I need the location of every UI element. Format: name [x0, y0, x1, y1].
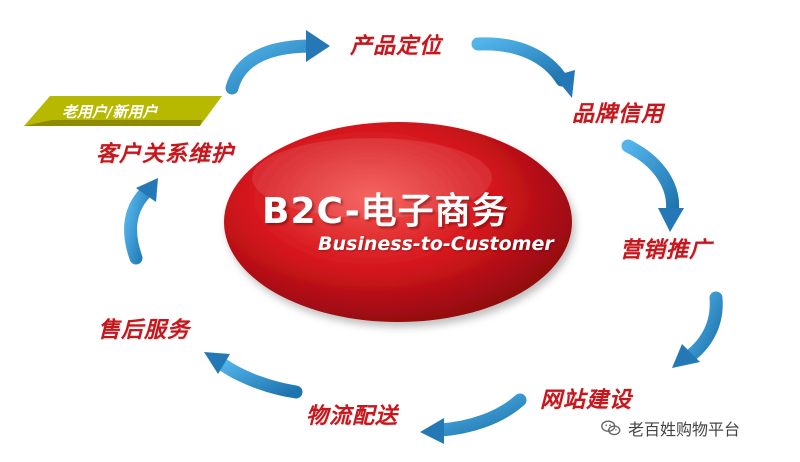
cycle-arrows [124, 37, 723, 437]
watermark-text: 老百姓购物平台 [628, 420, 741, 439]
arrow-aftersales-to-customer [124, 185, 153, 265]
arrow-customer-to-product [225, 39, 319, 95]
node-product-positioning: 产品定位 [350, 34, 443, 59]
node-logistics-delivery: 物流配送 [306, 404, 399, 429]
arrowhead-6 [204, 352, 230, 374]
center-ellipse [224, 122, 572, 322]
arrow-brand-to-marketing [621, 139, 680, 221]
arrowhead-7 [136, 178, 158, 202]
user-tag-shade [24, 120, 202, 126]
node-customer-relations: 客户关系维护 [96, 142, 235, 167]
node-after-sales-service: 售后服务 [98, 318, 191, 343]
watermark: 老百姓购物平台 [600, 416, 740, 440]
user-tag-shape [24, 96, 222, 126]
node-brand-credit: 品牌信用 [572, 102, 665, 127]
arrowhead-1 [306, 30, 330, 62]
wechat-icon [601, 420, 621, 436]
arrowhead-4 [672, 344, 700, 368]
cycle-arrowheads [136, 30, 700, 444]
arrowhead-5 [420, 418, 444, 444]
user-tag-label: 老用户/新用户 [62, 103, 158, 121]
node-marketing-promotion: 营销推广 [620, 238, 713, 263]
arrow-logistics-to-aftersales [215, 357, 303, 399]
center-subtitle: Business-to-Customer [318, 233, 554, 255]
arrow-website-to-logistics [433, 393, 527, 437]
center-ellipse-highlight [252, 138, 492, 218]
arrowhead-3 [658, 208, 684, 232]
arrow-product-to-brand [471, 37, 569, 87]
arrow-marketing-to-website [683, 291, 723, 363]
center-title: B2C-电子商务 [262, 191, 509, 232]
node-website-building: 网站建设 [540, 388, 633, 413]
arrowhead-2 [554, 70, 575, 98]
